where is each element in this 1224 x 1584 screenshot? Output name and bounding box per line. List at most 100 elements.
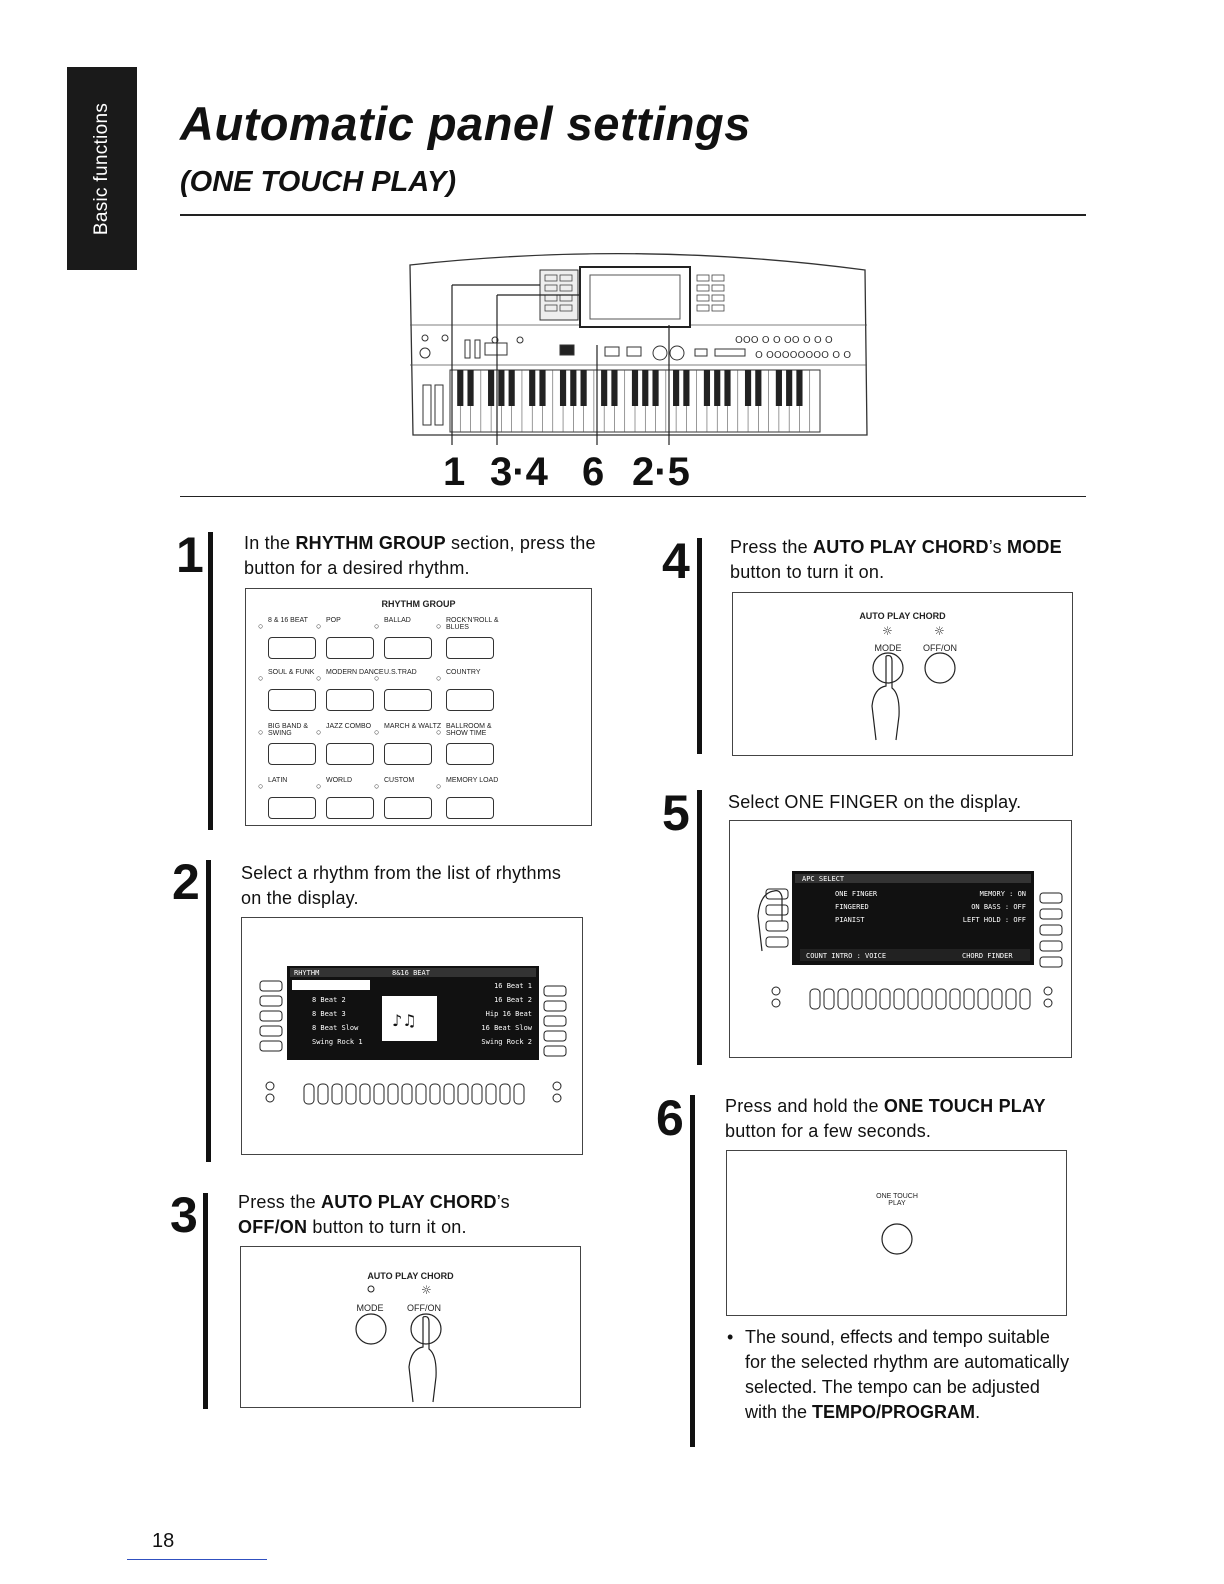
lcd-list-item[interactable]: 16 Beat Slow <box>481 1024 532 1032</box>
rhythm-button-shape[interactable] <box>326 637 374 659</box>
rhythm-button-label: MARCH & WALTZ <box>384 723 442 730</box>
rhythm-button[interactable]: ○ BALLAD <box>374 617 446 659</box>
lamp-icon: ○ <box>258 673 264 683</box>
lamp-icon: ○ <box>436 727 442 737</box>
lamp-icon: ○ <box>374 781 380 791</box>
step-3-number: 3 <box>170 1187 198 1243</box>
apc-offon-panel: AUTO PLAY CHORD MODE OFF/ON ☼ <box>240 1246 581 1408</box>
apc-buttons-4: ☼ ☼ <box>871 624 956 741</box>
display-slider-icon <box>893 988 905 1010</box>
rhythm-button[interactable]: ○ POP <box>316 617 388 659</box>
lcd-list-item[interactable]: 8 Beat 2 <box>312 996 346 1004</box>
lcd-list-item[interactable]: 16 Beat 2 <box>494 996 532 1004</box>
rhythm-button-label: WORLD <box>326 777 353 784</box>
rhythm-button-shape[interactable] <box>268 637 316 659</box>
rhythm-button-label: JAZZ COMBO <box>326 723 372 730</box>
lamp-icon: ○ <box>374 621 380 631</box>
lcd-list-item[interactable]: Swing Rock 2 <box>481 1038 532 1046</box>
rhythm-button-shape[interactable] <box>326 797 374 819</box>
display-slider-icon <box>977 988 989 1010</box>
rhythm-button-shape[interactable] <box>326 689 374 711</box>
rhythm-button-shape[interactable] <box>446 797 494 819</box>
rhythm-button[interactable]: ○ COUNTRY <box>436 669 508 711</box>
step-3-text: Press the AUTO PLAY CHORD’s OFF/ON butto… <box>238 1192 510 1237</box>
rhythm-button-shape[interactable] <box>326 743 374 765</box>
lcd-list-item[interactable]: 8 Beat 3 <box>312 1010 346 1018</box>
lcd-list-item[interactable]: PIANIST <box>835 916 865 924</box>
callout-3-4: 3·4 <box>490 450 548 494</box>
rhythm-button[interactable]: ○ SOUL & FUNK <box>258 669 330 711</box>
lamp-icon: ○ <box>316 727 322 737</box>
lcd-list-item[interactable]: Hip 16 Beat <box>486 1010 532 1018</box>
lamp-icon: ○ <box>436 673 442 683</box>
rhythm-button[interactable]: ○ MODERN DANCE <box>316 669 388 711</box>
lcd-list-item[interactable]: ONE FINGER <box>835 890 878 898</box>
step-4-number: 4 <box>662 533 690 589</box>
one-touch-button-icon <box>881 1223 913 1255</box>
rhythm-button-label: BIG BAND & SWING <box>268 723 309 737</box>
step-3-bar <box>203 1193 208 1409</box>
display-slider-icon <box>851 988 863 1010</box>
step-2-number: 2 <box>172 854 200 910</box>
step-2-bar <box>206 860 211 1162</box>
rhythm-button[interactable]: ○ MARCH & WALTZ <box>374 723 446 765</box>
display-slider-icon <box>443 1083 455 1105</box>
rhythm-button[interactable]: ○ BALLROOM & SHOW TIME <box>436 723 508 765</box>
svg-text:OOO O O OO O O O: OOO O O OO O O O <box>735 335 833 346</box>
display-slider-icon <box>485 1083 497 1105</box>
rhythm-button[interactable]: ○ WORLD <box>316 777 388 819</box>
rhythm-button[interactable]: ○ MEMORY LOAD <box>436 777 508 819</box>
lcd-list-item[interactable]: 8 Beat Slow <box>312 1024 359 1032</box>
lamp-icon: ○ <box>436 621 442 631</box>
rhythm-button-shape[interactable] <box>268 743 316 765</box>
step-1-bar <box>208 532 213 830</box>
rhythm-group-title: RHYTHM GROUP <box>381 599 456 609</box>
rhythm-button[interactable]: ○ JAZZ COMBO <box>316 723 388 765</box>
display-slider-icon <box>303 1083 315 1105</box>
rhythm-button-shape[interactable] <box>446 637 494 659</box>
rhythm-button-shape[interactable] <box>268 689 316 711</box>
footer-rule <box>127 1559 267 1560</box>
rhythm-button-shape[interactable] <box>384 637 432 659</box>
rhythm-button-shape[interactable] <box>446 743 494 765</box>
rhythm-button[interactable]: ○ BIG BAND & SWING <box>258 723 330 765</box>
rhythm-button-shape[interactable] <box>384 689 432 711</box>
page-number: 18 <box>152 1530 175 1552</box>
step-6-bar <box>690 1095 695 1447</box>
display-slider-icon <box>359 1083 371 1105</box>
step-4-bar <box>697 538 702 754</box>
display-slider-icon <box>317 1083 329 1105</box>
apc-offon-label-3: OFF/ON <box>407 1303 441 1313</box>
lamp-icon: ○ <box>374 673 380 683</box>
keyboard-illustration: O OOOOOOOO O O OOO O O OO O O O <box>409 252 868 445</box>
one-touch-label: ONE TOUCH PLAY <box>876 1193 918 1207</box>
rhythm-button[interactable]: ○ U.S.TRAD <box>374 669 446 711</box>
display-slider-icon <box>331 1083 343 1105</box>
offon-button-icon <box>924 652 956 684</box>
rhythm-button[interactable]: ○ LATIN <box>258 777 330 819</box>
lcd-list-item[interactable]: FINGERED <box>835 903 869 911</box>
display-slider-icon <box>373 1083 385 1105</box>
lamp-icon: ○ <box>374 727 380 737</box>
step-5-bar <box>697 790 702 1065</box>
apc-display-header: APC SELECT <box>802 875 845 883</box>
display-slider-icon <box>471 1083 483 1105</box>
rhythm-button-shape[interactable] <box>446 689 494 711</box>
lcd-list-item[interactable]: MEMORY : ON <box>980 890 1026 898</box>
display-slider-icon <box>1019 988 1031 1010</box>
rhythm-button-shape[interactable] <box>384 797 432 819</box>
lcd-list-item[interactable]: LEFT HOLD : OFF <box>963 916 1026 924</box>
lcd-list-item[interactable]: 8 Beat 1 <box>312 982 346 990</box>
display-slider-icon <box>963 988 975 1010</box>
lcd-list-item[interactable]: ON BASS : OFF <box>971 903 1026 911</box>
rhythm-button[interactable]: ○ ROCK'N'ROLL & BLUES <box>436 617 508 659</box>
rhythm-button-shape[interactable] <box>384 743 432 765</box>
rhythm-button[interactable]: ○ CUSTOM <box>374 777 446 819</box>
lcd-list-item[interactable]: Swing Rock 1 <box>312 1038 363 1046</box>
apc-display-figure: APC SELECT ONE FINGER FINGERED PIANIST MEM… <box>757 871 1063 1010</box>
lcd-list-item[interactable]: 16 Beat 1 <box>494 982 532 990</box>
rhythm-button-shape[interactable] <box>268 797 316 819</box>
display-slider-icon <box>879 988 891 1010</box>
rhythm-button[interactable]: ○ 8 & 16 BEAT <box>258 617 330 659</box>
